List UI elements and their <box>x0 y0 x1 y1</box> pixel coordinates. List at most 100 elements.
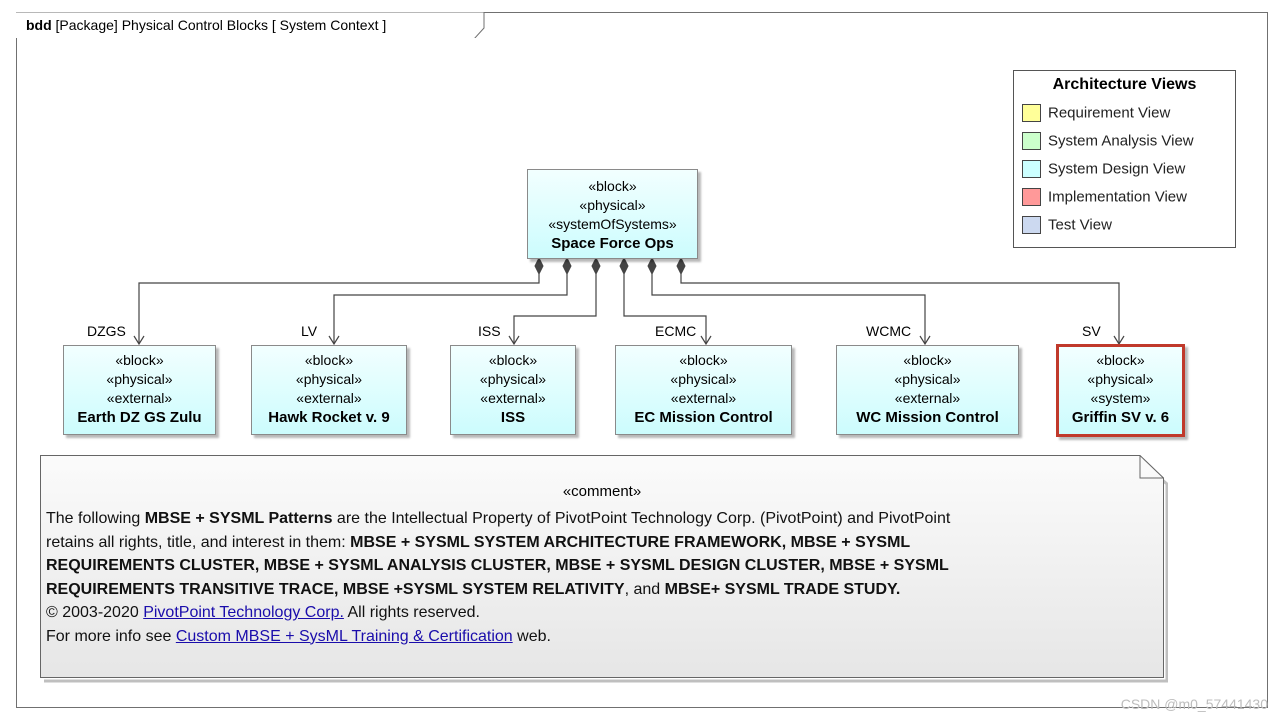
stereotype-label: «physical» <box>579 197 646 213</box>
diamond-lv <box>562 256 572 276</box>
block-iss[interactable]: «block» «physical» «external» ISS <box>450 345 576 435</box>
comment-line: retains all rights, title, and interest … <box>46 531 1146 555</box>
text: retains all rights, title, and interest … <box>46 533 351 551</box>
text: web. <box>512 627 551 645</box>
text: © 2003-2020 <box>46 604 144 621</box>
legend-item: Requirement View <box>1022 104 1170 124</box>
block-griffin-sv[interactable]: «block» «physical» «system» Griffin SV v… <box>1056 344 1185 437</box>
stereotype-label: «block» <box>679 352 728 368</box>
legend-swatch <box>1022 132 1041 151</box>
stereotype-label: «physical» <box>670 371 737 387</box>
diamond-sv <box>676 256 686 276</box>
comment-line: © 2003-2020 PivotPoint Technology Corp. … <box>46 601 1146 625</box>
stereotype-label: «external» <box>106 390 173 406</box>
text: For more info see <box>46 627 176 645</box>
connector-lv <box>333 274 568 344</box>
legend-item: Test View <box>1022 216 1112 236</box>
legend-label: Implementation View <box>1048 188 1187 206</box>
block-earth-dz-gs-zulu[interactable]: «block» «physical» «external» Earth DZ G… <box>63 345 216 435</box>
stereotype-label: «external» <box>894 390 961 406</box>
diagram-frame <box>16 12 1268 708</box>
stereotype-label: «physical» <box>479 371 547 387</box>
connector-wcmc <box>651 274 926 344</box>
stereotype-label: «block» <box>488 352 538 368</box>
diamond-wcmc <box>647 256 657 276</box>
comment-line: REQUIREMENTS CLUSTER, MBSE + SYSML ANALY… <box>46 554 1146 578</box>
frame-name: [Package] Physical Control Blocks [ Syst… <box>55 17 387 33</box>
comment-line: For more info see Custom MBSE + SysML Tr… <box>46 625 1146 649</box>
connector-dzgs <box>138 274 540 344</box>
comment-line: The following MBSE + SYSML Patterns are … <box>46 507 1146 531</box>
legend: Architecture Views Requirement View Syst… <box>1013 70 1236 248</box>
bold-text: MBSE+ SYSML TRADE STUDY. <box>664 580 901 598</box>
block-name: Space Force Ops <box>551 235 674 252</box>
block-name: Earth DZ GS Zulu <box>77 409 202 426</box>
stereotype-label: «block» <box>903 352 952 368</box>
stereotype-label: «system» <box>1090 390 1151 406</box>
legend-swatch <box>1022 216 1041 235</box>
legend-label: System Design View <box>1048 160 1186 178</box>
block-wc-mission-control[interactable]: «block» «physical» «external» WC Mission… <box>836 345 1019 435</box>
comment-line: REQUIREMENTS TRANSITIVE TRACE, MBSE +SYS… <box>46 578 1146 602</box>
comment-note[interactable]: «comment» The following MBSE + SYSML Pat… <box>40 455 1168 683</box>
legend-item: System Design View <box>1022 160 1185 180</box>
frame-tab <box>16 12 485 38</box>
connector-ecmc <box>623 274 707 344</box>
training-link[interactable]: Custom MBSE + SysML Training & Certifica… <box>175 627 513 645</box>
text: , and <box>624 580 665 598</box>
watermark: CSDN @m0_57441430 <box>1120 696 1268 712</box>
arrowhead-wcmc <box>919 335 931 346</box>
diamond-ecmc <box>619 256 629 276</box>
block-name: Hawk Rocket v. 9 <box>268 409 390 426</box>
note-shape <box>40 455 1168 683</box>
block-space-force-ops[interactable]: «block» «physical» «systemOfSystems» Spa… <box>527 169 698 259</box>
bold-text: MBSE + SYSML SYSTEM ARCHITECTURE FRAMEWO… <box>350 533 911 551</box>
diamond-iss <box>591 256 601 276</box>
stereotype-label: «block» <box>588 178 637 194</box>
legend-item: System Analysis View <box>1022 132 1194 152</box>
stereotype-label: «physical» <box>295 371 363 387</box>
legend-swatch <box>1022 160 1041 179</box>
text: are the Intellectual Property of PivotPo… <box>332 510 951 527</box>
frame-kind: bdd <box>26 17 52 33</box>
legend-title: Architecture Views <box>1052 76 1197 93</box>
role-label-iss: ISS <box>478 323 501 339</box>
arrowhead-dzgs <box>133 335 145 346</box>
stereotype-label: «physical» <box>106 371 173 387</box>
role-label-dzgs: DZGS <box>87 323 126 339</box>
stereotype-label: «systemOfSystems» <box>548 216 677 232</box>
text: All rights reserved. <box>343 604 480 621</box>
legend-label: Test View <box>1048 216 1112 234</box>
stereotype-label: «physical» <box>1087 371 1154 387</box>
connector-sv <box>680 274 1120 344</box>
block-hawk-rocket[interactable]: «block» «physical» «external» Hawk Rocke… <box>251 345 407 435</box>
comment-stereotype: «comment» <box>562 483 642 500</box>
role-label-sv: SV <box>1082 323 1101 339</box>
pivotpoint-link[interactable]: PivotPoint Technology Corp. <box>143 604 344 621</box>
arrowhead-iss <box>508 335 520 346</box>
bold-text: MBSE + SYSML Patterns <box>144 510 333 527</box>
arrowhead-lv <box>328 335 340 346</box>
stereotype-label: «physical» <box>894 371 961 387</box>
role-label-wcmc: WCMC <box>866 323 912 339</box>
legend-label: Requirement View <box>1048 104 1171 122</box>
legend-swatch <box>1022 104 1041 123</box>
block-ec-mission-control[interactable]: «block» «physical» «external» EC Mission… <box>615 345 792 435</box>
arrowhead-ecmc <box>700 335 712 346</box>
comment-body: The following MBSE + SYSML Patterns are … <box>46 507 1146 648</box>
block-name: ISS <box>500 409 526 426</box>
bold-text: REQUIREMENTS TRANSITIVE TRACE, MBSE +SYS… <box>46 580 625 598</box>
role-label-ecmc: ECMC <box>655 323 697 339</box>
connector-iss <box>513 274 597 344</box>
role-label-lv: LV <box>301 323 318 339</box>
frame-title: bdd [Package] Physical Control Blocks [ … <box>26 17 386 33</box>
stereotype-label: «block» <box>304 352 354 368</box>
stereotype-label: «block» <box>115 352 164 368</box>
block-name: Griffin SV v. 6 <box>1071 409 1170 426</box>
stereotype-label: «external» <box>480 390 546 406</box>
stereotype-label: «block» <box>1096 352 1145 368</box>
stereotype-label: «external» <box>296 390 362 406</box>
stereotype-label: «external» <box>670 390 737 406</box>
block-name: EC Mission Control <box>634 409 773 426</box>
